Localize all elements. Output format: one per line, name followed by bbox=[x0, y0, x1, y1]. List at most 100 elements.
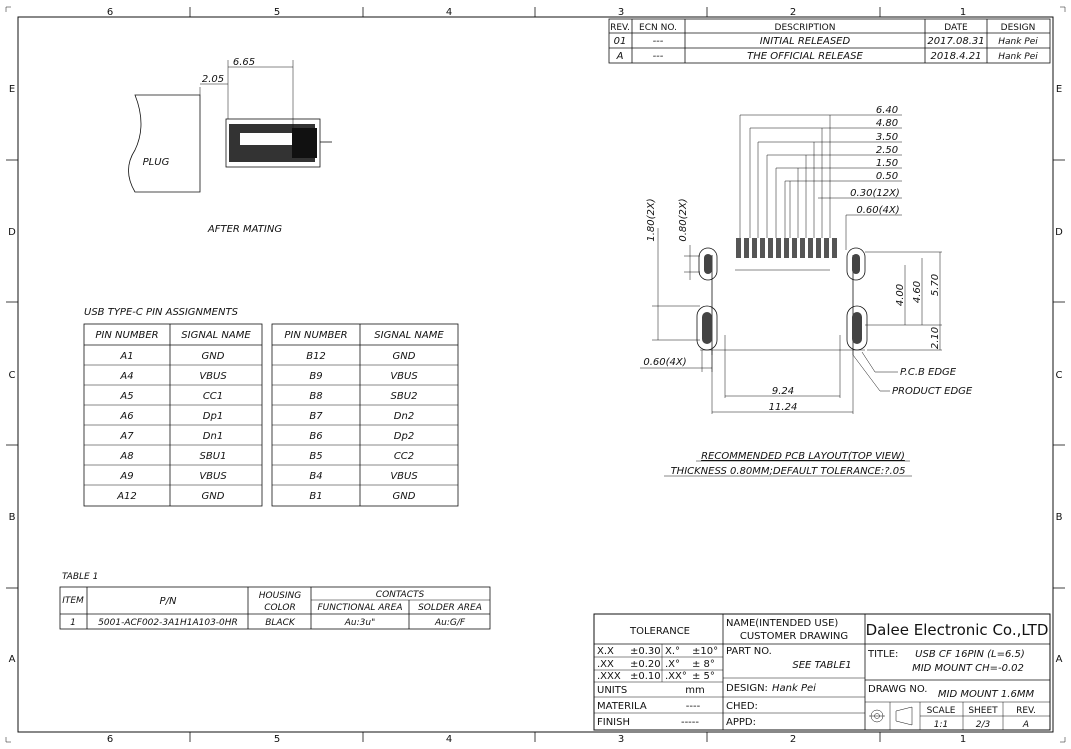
pn-header: CONTACTS bbox=[376, 590, 425, 600]
pin-number: A12 bbox=[116, 491, 137, 502]
pn-cell: 1 bbox=[70, 618, 76, 628]
dim-top: 3.50 bbox=[876, 132, 898, 143]
dim-top: 0.50 bbox=[876, 171, 898, 182]
col-label-top: 6 bbox=[107, 7, 113, 18]
dim-pad-pitch: 0.60(4X) bbox=[856, 205, 899, 216]
pn-header: P/N bbox=[160, 596, 177, 607]
rev-value: A bbox=[1022, 720, 1029, 730]
rev-cell: A bbox=[616, 51, 624, 62]
signal-name: GND bbox=[393, 491, 416, 502]
revision-table: REV. ECN NO. DESCRIPTION DATE DESIGN 01 … bbox=[608, 18, 1051, 64]
dim-offset: 2.05 bbox=[202, 74, 224, 85]
tolerance-cell: ±0.10 bbox=[630, 671, 661, 682]
tolerance-cell: ± 8° bbox=[692, 659, 715, 670]
pin-number: A9 bbox=[119, 471, 133, 482]
pn-header: ITEM bbox=[62, 596, 84, 606]
dim-right: 4.60 bbox=[912, 281, 923, 303]
col-label-bottom: 1 bbox=[960, 734, 966, 745]
units-label: UNITS bbox=[597, 685, 627, 696]
signal-name: VBUS bbox=[199, 471, 227, 482]
dim-overall-length: 6.65 bbox=[233, 57, 255, 68]
signal-name: GND bbox=[202, 491, 225, 502]
row-label-right: A bbox=[1056, 654, 1063, 665]
signal-name: VBUS bbox=[199, 371, 227, 382]
dim-left-slot-short: 0.80(2X) bbox=[678, 198, 689, 241]
pn-header: HOUSING bbox=[259, 591, 302, 601]
col-label-top: 5 bbox=[274, 7, 280, 18]
tolerance-label: TOLERANCE bbox=[629, 626, 690, 637]
rev-cell: 2018.4.21 bbox=[931, 51, 982, 62]
title-label: TITLE: bbox=[867, 649, 898, 660]
col-label-top: 2 bbox=[790, 7, 796, 18]
plug-label: PLUG bbox=[143, 157, 170, 168]
signal-name: CC1 bbox=[203, 391, 223, 402]
pn-cell: 5001-ACF002-3A1H1A103-0HR bbox=[98, 618, 238, 628]
rev-label: REV. bbox=[1016, 706, 1036, 716]
tolerance-cell: ±0.30 bbox=[630, 646, 661, 657]
tolerance-cell: .XX bbox=[597, 659, 614, 670]
pin-number: A1 bbox=[119, 351, 133, 362]
pin-number: A4 bbox=[119, 371, 133, 382]
dim-bottom: 11.24 bbox=[769, 402, 798, 413]
material-value: ---- bbox=[686, 701, 701, 712]
rev-cell: Hank Pei bbox=[998, 52, 1038, 62]
signal-name: VBUS bbox=[390, 471, 418, 482]
title-block: TOLERANCE X.X ±0.30 X.° ±10° .XX ±0.20 .… bbox=[593, 613, 1051, 731]
signal-name: CC2 bbox=[394, 451, 414, 462]
sheet-value: 2/3 bbox=[976, 720, 991, 730]
pin-header: PIN NUMBER bbox=[284, 330, 347, 341]
checked-label: CHED: bbox=[726, 701, 758, 712]
signal-name: VBUS bbox=[390, 371, 418, 382]
rev-cell: --- bbox=[653, 36, 664, 47]
pin-number: B4 bbox=[309, 471, 322, 482]
tolerance-cell: .XX° bbox=[665, 671, 687, 682]
col-label-bottom: 4 bbox=[446, 734, 452, 745]
drawing-no-value: MID MOUNT 1.6MM bbox=[938, 689, 1035, 700]
signal-name: GND bbox=[393, 351, 416, 362]
signal-name: SBU2 bbox=[391, 391, 418, 402]
pin-assignments-table: USB TYPE-C PIN ASSIGNMENTS PIN NUMBER SI… bbox=[83, 307, 459, 507]
pn-cell: Au:3u" bbox=[344, 618, 375, 628]
company-name: Dalee Electronic Co.,LTD bbox=[866, 621, 1049, 639]
signal-name: GND bbox=[202, 351, 225, 362]
pin-header: SIGNAL NAME bbox=[374, 330, 444, 341]
scale-label: SCALE bbox=[927, 706, 956, 716]
col-label-top: 1 bbox=[960, 7, 966, 18]
pcb-edge-label: P.C.B EDGE bbox=[900, 367, 957, 378]
pin-table-title: USB TYPE-C PIN ASSIGNMENTS bbox=[84, 307, 239, 318]
row-label-left: B bbox=[9, 512, 16, 523]
row-label-right: C bbox=[1056, 370, 1063, 381]
pcb-layout-view: 6.40 4.80 3.50 2.50 1.50 0.50 0.30(12X) … bbox=[640, 105, 973, 477]
signal-name: Dn1 bbox=[203, 431, 223, 442]
pin-number: A8 bbox=[119, 451, 133, 462]
rev-cell: THE OFFICIAL RELEASE bbox=[747, 51, 863, 62]
pn-cell: BLACK bbox=[265, 618, 296, 628]
rev-header: DATE bbox=[944, 23, 968, 33]
dim-pad-width: 0.30(12X) bbox=[850, 188, 900, 199]
part-number-table: TABLE 1 ITEM P/N HOUSING COLOR CONTACTS … bbox=[59, 572, 491, 630]
dim-slot-width: 0.60(4X) bbox=[643, 357, 686, 368]
signal-name: Dp2 bbox=[394, 431, 414, 442]
col-label-bottom: 3 bbox=[618, 734, 624, 745]
dim-top: 2.50 bbox=[876, 145, 898, 156]
dim-bottom: 9.24 bbox=[772, 386, 794, 397]
design-label: DESIGN: bbox=[726, 683, 768, 694]
col-label-bottom: 2 bbox=[790, 734, 796, 745]
tolerance-cell: ±0.20 bbox=[630, 659, 661, 670]
table-title: TABLE 1 bbox=[62, 572, 98, 582]
pn-header: FUNCTIONAL AREA bbox=[317, 603, 402, 613]
dim-left-slot-long: 1.80(2X) bbox=[646, 198, 657, 241]
col-label-top: 4 bbox=[446, 7, 452, 18]
row-label-right: B bbox=[1056, 512, 1063, 523]
smt-pad-row bbox=[736, 238, 837, 258]
signal-name: Dp1 bbox=[203, 411, 223, 422]
part-no-label: PART NO. bbox=[726, 646, 772, 657]
projection-symbol-icon bbox=[869, 706, 913, 726]
finish-value: ----- bbox=[681, 717, 699, 728]
drawing-border: 6 5 4 3 2 1 6 5 4 3 2 1 E D C B A E D C … bbox=[5, 6, 1066, 745]
mating-view: PLUG 6.65 2.05 AFTER MATING bbox=[128, 57, 332, 235]
pin-number: B7 bbox=[309, 411, 323, 422]
pin-number: B6 bbox=[309, 431, 322, 442]
rev-cell: 01 bbox=[614, 36, 627, 47]
